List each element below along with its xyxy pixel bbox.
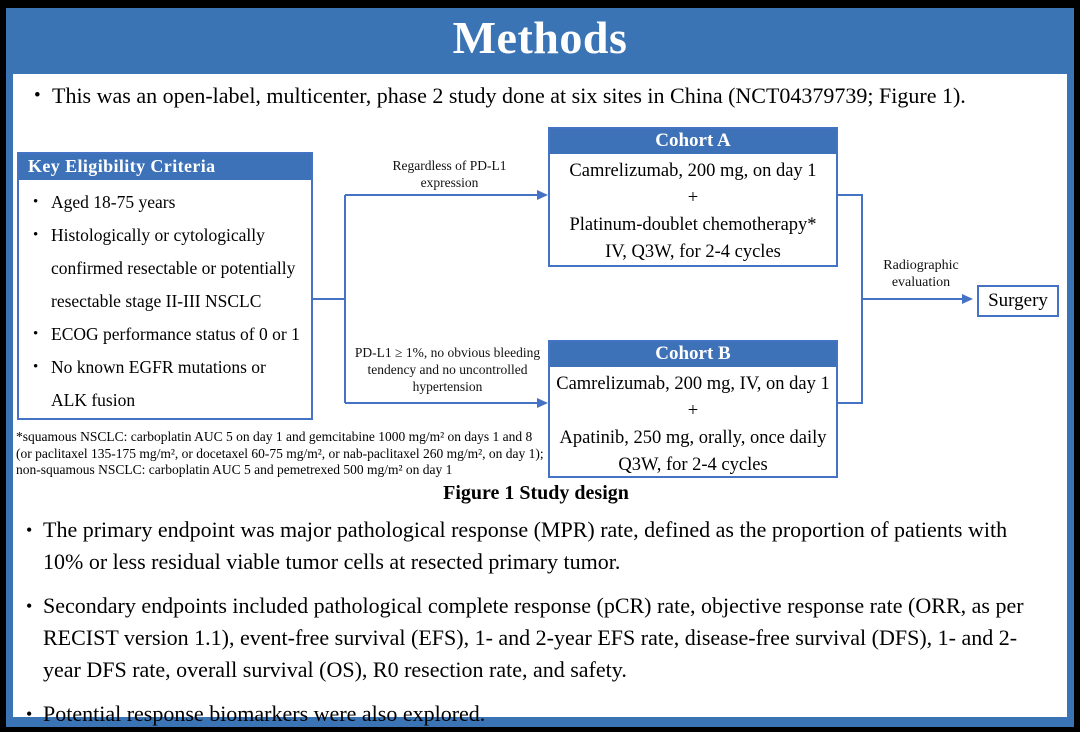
cohort-a-line: IV, Q3W, for 2-4 cycles [605, 242, 781, 262]
cohort-a-line: Platinum-doublet chemotherapy* [569, 215, 817, 235]
cohort-b-line: Apatinib, 250 mg, orally, once daily [559, 428, 827, 448]
eligibility-header: Key Eligibility Criteria [19, 154, 311, 180]
bullet-item: The primary endpoint was major pathologi… [26, 514, 1048, 578]
cohort-b-box: Cohort B Camrelizumab, 200 mg, IV, on da… [548, 340, 838, 478]
cohort-b-body: Camrelizumab, 200 mg, IV, on day 1 + Apa… [550, 367, 836, 479]
eligibility-item: No known EGFR mutations or ALK fusion [25, 351, 303, 417]
eligibility-item: Aged 18-75 years [25, 186, 303, 219]
cohort-a-header: Cohort A [550, 129, 836, 154]
cohort-a-box: Cohort A Camrelizumab, 200 mg, on day 1 … [548, 127, 838, 267]
bullet-item: Potential response biomarkers were also … [26, 698, 1048, 730]
slide-title: Methods [452, 12, 628, 63]
cohort-b-line: + [687, 401, 699, 421]
eligibility-item: Histologically or cytologically confirme… [25, 219, 303, 318]
surgery-box: Surgery [977, 285, 1059, 317]
cohort-b-line: Camrelizumab, 200 mg, IV, on day 1 [556, 374, 830, 394]
bullet-item: Secondary endpoints included pathologica… [26, 590, 1048, 686]
endpoint-bullets: The primary endpoint was major pathologi… [26, 514, 1048, 732]
cohort-a-body: Camrelizumab, 200 mg, on day 1 + Platinu… [550, 154, 836, 266]
radiographic-evaluation-label: Radiographic evaluation [883, 258, 959, 290]
cohort-a-line: + [687, 188, 699, 208]
cohort-b-line: Q3W, for 2-4 cycles [618, 455, 768, 475]
branch-bottom-label: PD-L1 ≥ 1%, no obvious bleeding tendency… [354, 345, 541, 394]
figure-caption: Figure 1 Study design [443, 482, 629, 504]
chemotherapy-footnote: *squamous NSCLC: carboplatin AUC 5 on da… [16, 429, 544, 477]
cohort-a-line: Camrelizumab, 200 mg, on day 1 [569, 161, 817, 181]
eligibility-item: ECOG performance status of 0 or 1 [25, 318, 303, 351]
intro-bullet: This was an open-label, multicenter, pha… [34, 83, 1062, 109]
cohort-b-header: Cohort B [550, 342, 836, 367]
eligibility-box: Key Eligibility Criteria Aged 18-75 year… [17, 152, 313, 420]
eligibility-items: Aged 18-75 years Histologically or cytol… [19, 180, 311, 417]
branch-top-label: Regardless of PD-L1 expression [392, 158, 507, 190]
